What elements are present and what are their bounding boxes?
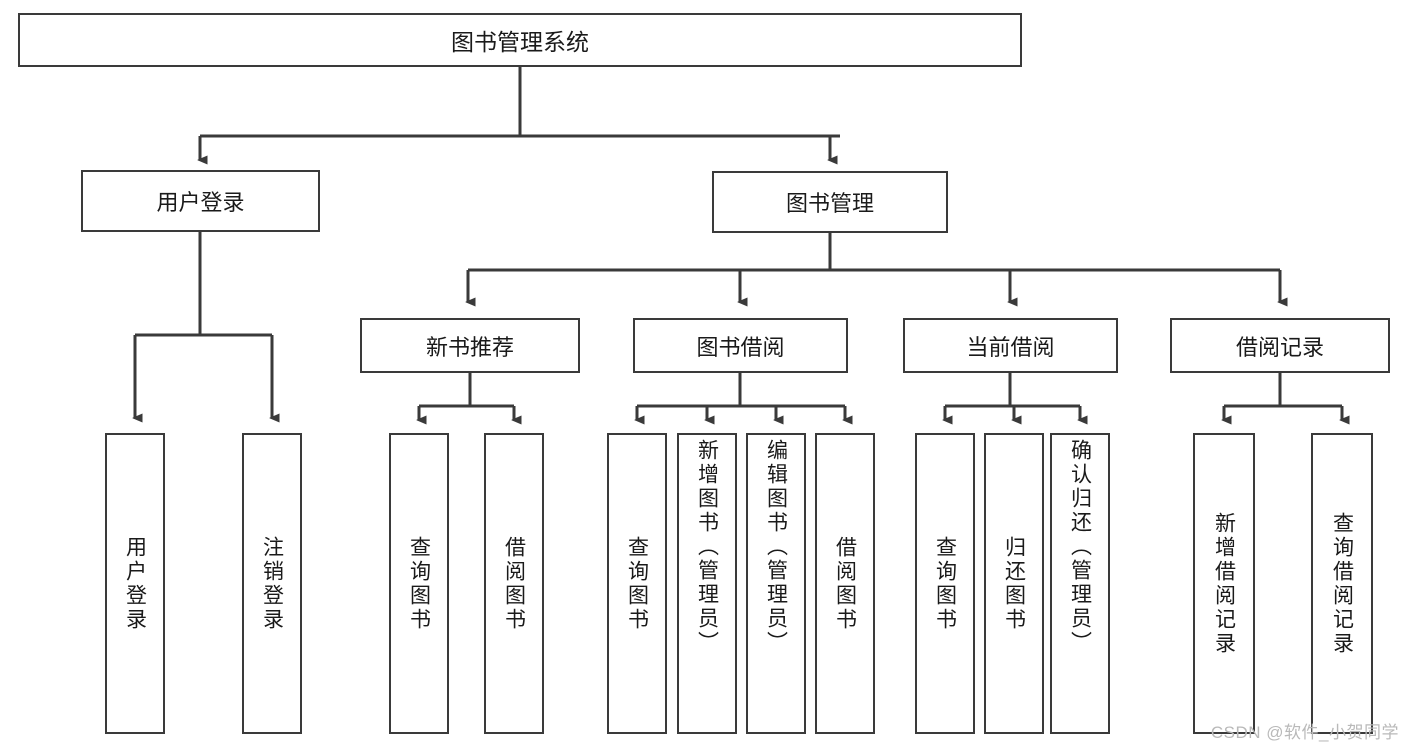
node-label: 编辑图书（管理员） (764, 439, 788, 655)
node-label: 归还图书 (1002, 535, 1026, 632)
leaf-book-borrow-query-book[interactable]: 查询图书 (607, 433, 667, 734)
leaf-borrow-record-add-record[interactable]: 新增借阅记录 (1193, 433, 1255, 734)
node-root-book-management-system[interactable]: 图书管理系统 (18, 13, 1022, 67)
node-current-borrow[interactable]: 当前借阅 (903, 318, 1118, 373)
node-new-book-recommend[interactable]: 新书推荐 (360, 318, 580, 373)
node-label: 注销登录 (260, 535, 284, 632)
leaf-current-borrow-return-book[interactable]: 归还图书 (984, 433, 1044, 734)
node-label: 用户登录 (156, 190, 245, 215)
leaf-user-login-login[interactable]: 用户登录 (105, 433, 165, 734)
node-book-borrow[interactable]: 图书借阅 (633, 318, 848, 373)
node-label: 查询图书 (625, 535, 649, 632)
node-label: 查询图书 (933, 535, 957, 632)
leaf-book-borrow-borrow-book[interactable]: 借阅图书 (815, 433, 875, 734)
leaf-book-borrow-add-book-admin[interactable]: 新增图书（管理员） (677, 433, 737, 734)
leaf-user-login-logout[interactable]: 注销登录 (242, 433, 302, 734)
node-label: 图书管理 (785, 191, 874, 216)
node-label: 新增借阅记录 (1212, 511, 1236, 656)
node-label: 当前借阅 (966, 334, 1055, 360)
node-borrow-record[interactable]: 借阅记录 (1170, 318, 1390, 373)
node-label: 借阅图书 (502, 535, 526, 632)
node-label: 借阅记录 (1235, 334, 1324, 360)
node-label: 借阅图书 (833, 535, 857, 632)
leaf-book-borrow-edit-book-admin[interactable]: 编辑图书（管理员） (746, 433, 806, 734)
csdn-watermark: CSDN @软件_小贺同学 (1210, 723, 1399, 742)
leaf-borrow-record-query-record[interactable]: 查询借阅记录 (1311, 433, 1373, 734)
leaf-new-book-query-book[interactable]: 查询图书 (389, 433, 449, 734)
node-book-management[interactable]: 图书管理 (712, 171, 948, 233)
leaf-current-borrow-query-book[interactable]: 查询图书 (915, 433, 975, 734)
leaf-current-borrow-confirm-return-admin[interactable]: 确认归还（管理员） (1050, 433, 1110, 734)
node-label: 确认归还（管理员） (1068, 439, 1092, 655)
node-label: 图书管理系统 (451, 29, 589, 55)
node-label: 查询图书 (407, 535, 431, 632)
node-label: 图书借阅 (696, 334, 785, 360)
leaf-new-book-borrow-book[interactable]: 借阅图书 (484, 433, 544, 734)
node-label: 查询借阅记录 (1330, 511, 1354, 656)
node-label: 用户登录 (123, 535, 147, 632)
node-user-login[interactable]: 用户登录 (81, 170, 320, 232)
node-label: 新书推荐 (425, 334, 514, 360)
node-label: 新增图书（管理员） (695, 439, 719, 655)
